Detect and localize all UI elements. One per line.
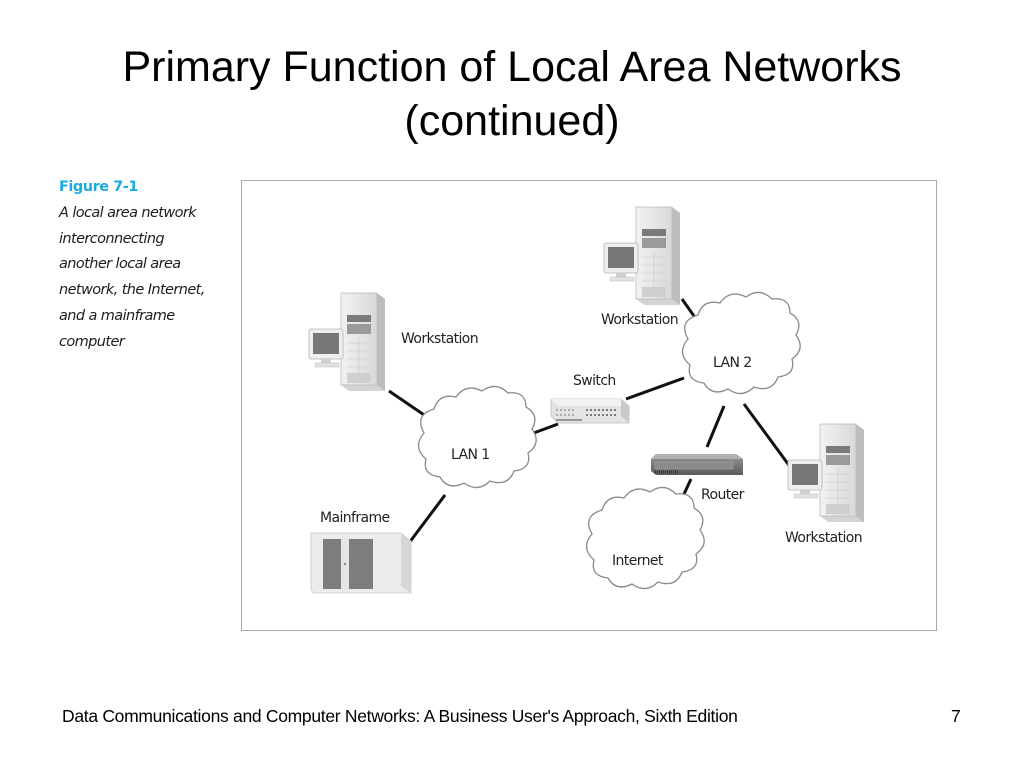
- node-label: Workstation: [401, 331, 478, 347]
- slide-title-line-1: Primary Function of Local Area Networks: [122, 43, 902, 91]
- caption-line: A local area network: [59, 204, 197, 221]
- workstation-icon: [787, 423, 865, 523]
- figure-caption: Figure 7-1 A local area network intercon…: [59, 175, 239, 356]
- network-diagram: Workstation Workstation Workstation LAN …: [241, 180, 937, 631]
- caption-line: computer: [59, 333, 125, 350]
- node-label: Workstation: [785, 530, 862, 546]
- node-label: LAN 2: [713, 355, 752, 371]
- switch-node: Switch: [550, 373, 630, 424]
- lan1-cloud: LAN 1: [417, 385, 537, 489]
- node-label: LAN 1: [451, 447, 490, 463]
- internet-cloud: Internet: [585, 486, 705, 590]
- slide-title: Primary Function of Local Area Networks …: [0, 40, 1024, 148]
- node-label: Mainframe: [320, 510, 390, 526]
- link-lan2-ws3: [742, 403, 793, 469]
- workstation-node-3: Workstation: [785, 423, 865, 546]
- node-label: Internet: [612, 553, 664, 569]
- router-icon: [651, 454, 743, 475]
- slide-title-line-2: (continued): [404, 97, 620, 145]
- caption-line: interconnecting: [59, 230, 165, 247]
- mainframe-node: Mainframe: [310, 510, 412, 594]
- cloud-icon: [681, 291, 801, 395]
- workstation-icon: [308, 292, 386, 392]
- caption-line: and a mainframe: [59, 307, 175, 324]
- switch-icon: [550, 398, 630, 424]
- lan2-cloud: LAN 2: [681, 291, 801, 395]
- workstation-node-1: Workstation: [308, 292, 479, 392]
- link-lan2-router: [705, 405, 726, 448]
- cloud-icon: [417, 385, 537, 489]
- slide-footer: Data Communications and Computer Network…: [62, 706, 738, 726]
- router-node: Router: [651, 454, 745, 503]
- mainframe-icon: [310, 532, 412, 594]
- figure-label: Figure 7-1: [59, 179, 138, 195]
- node-label: Workstation: [601, 312, 678, 328]
- diagram-canvas: Workstation Workstation Workstation LAN …: [308, 206, 865, 594]
- link-switch-lan2: [625, 376, 685, 401]
- page-number: 7: [951, 706, 961, 726]
- node-label: Switch: [573, 373, 616, 389]
- workstation-node-2: Workstation: [601, 206, 681, 328]
- cloud-icon: [585, 486, 705, 590]
- node-label: Router: [701, 487, 745, 503]
- link-lan1-mainframe: [407, 494, 447, 544]
- caption-line: another local area: [59, 256, 181, 273]
- caption-line: network, the Internet,: [59, 282, 205, 299]
- workstation-icon: [603, 206, 681, 306]
